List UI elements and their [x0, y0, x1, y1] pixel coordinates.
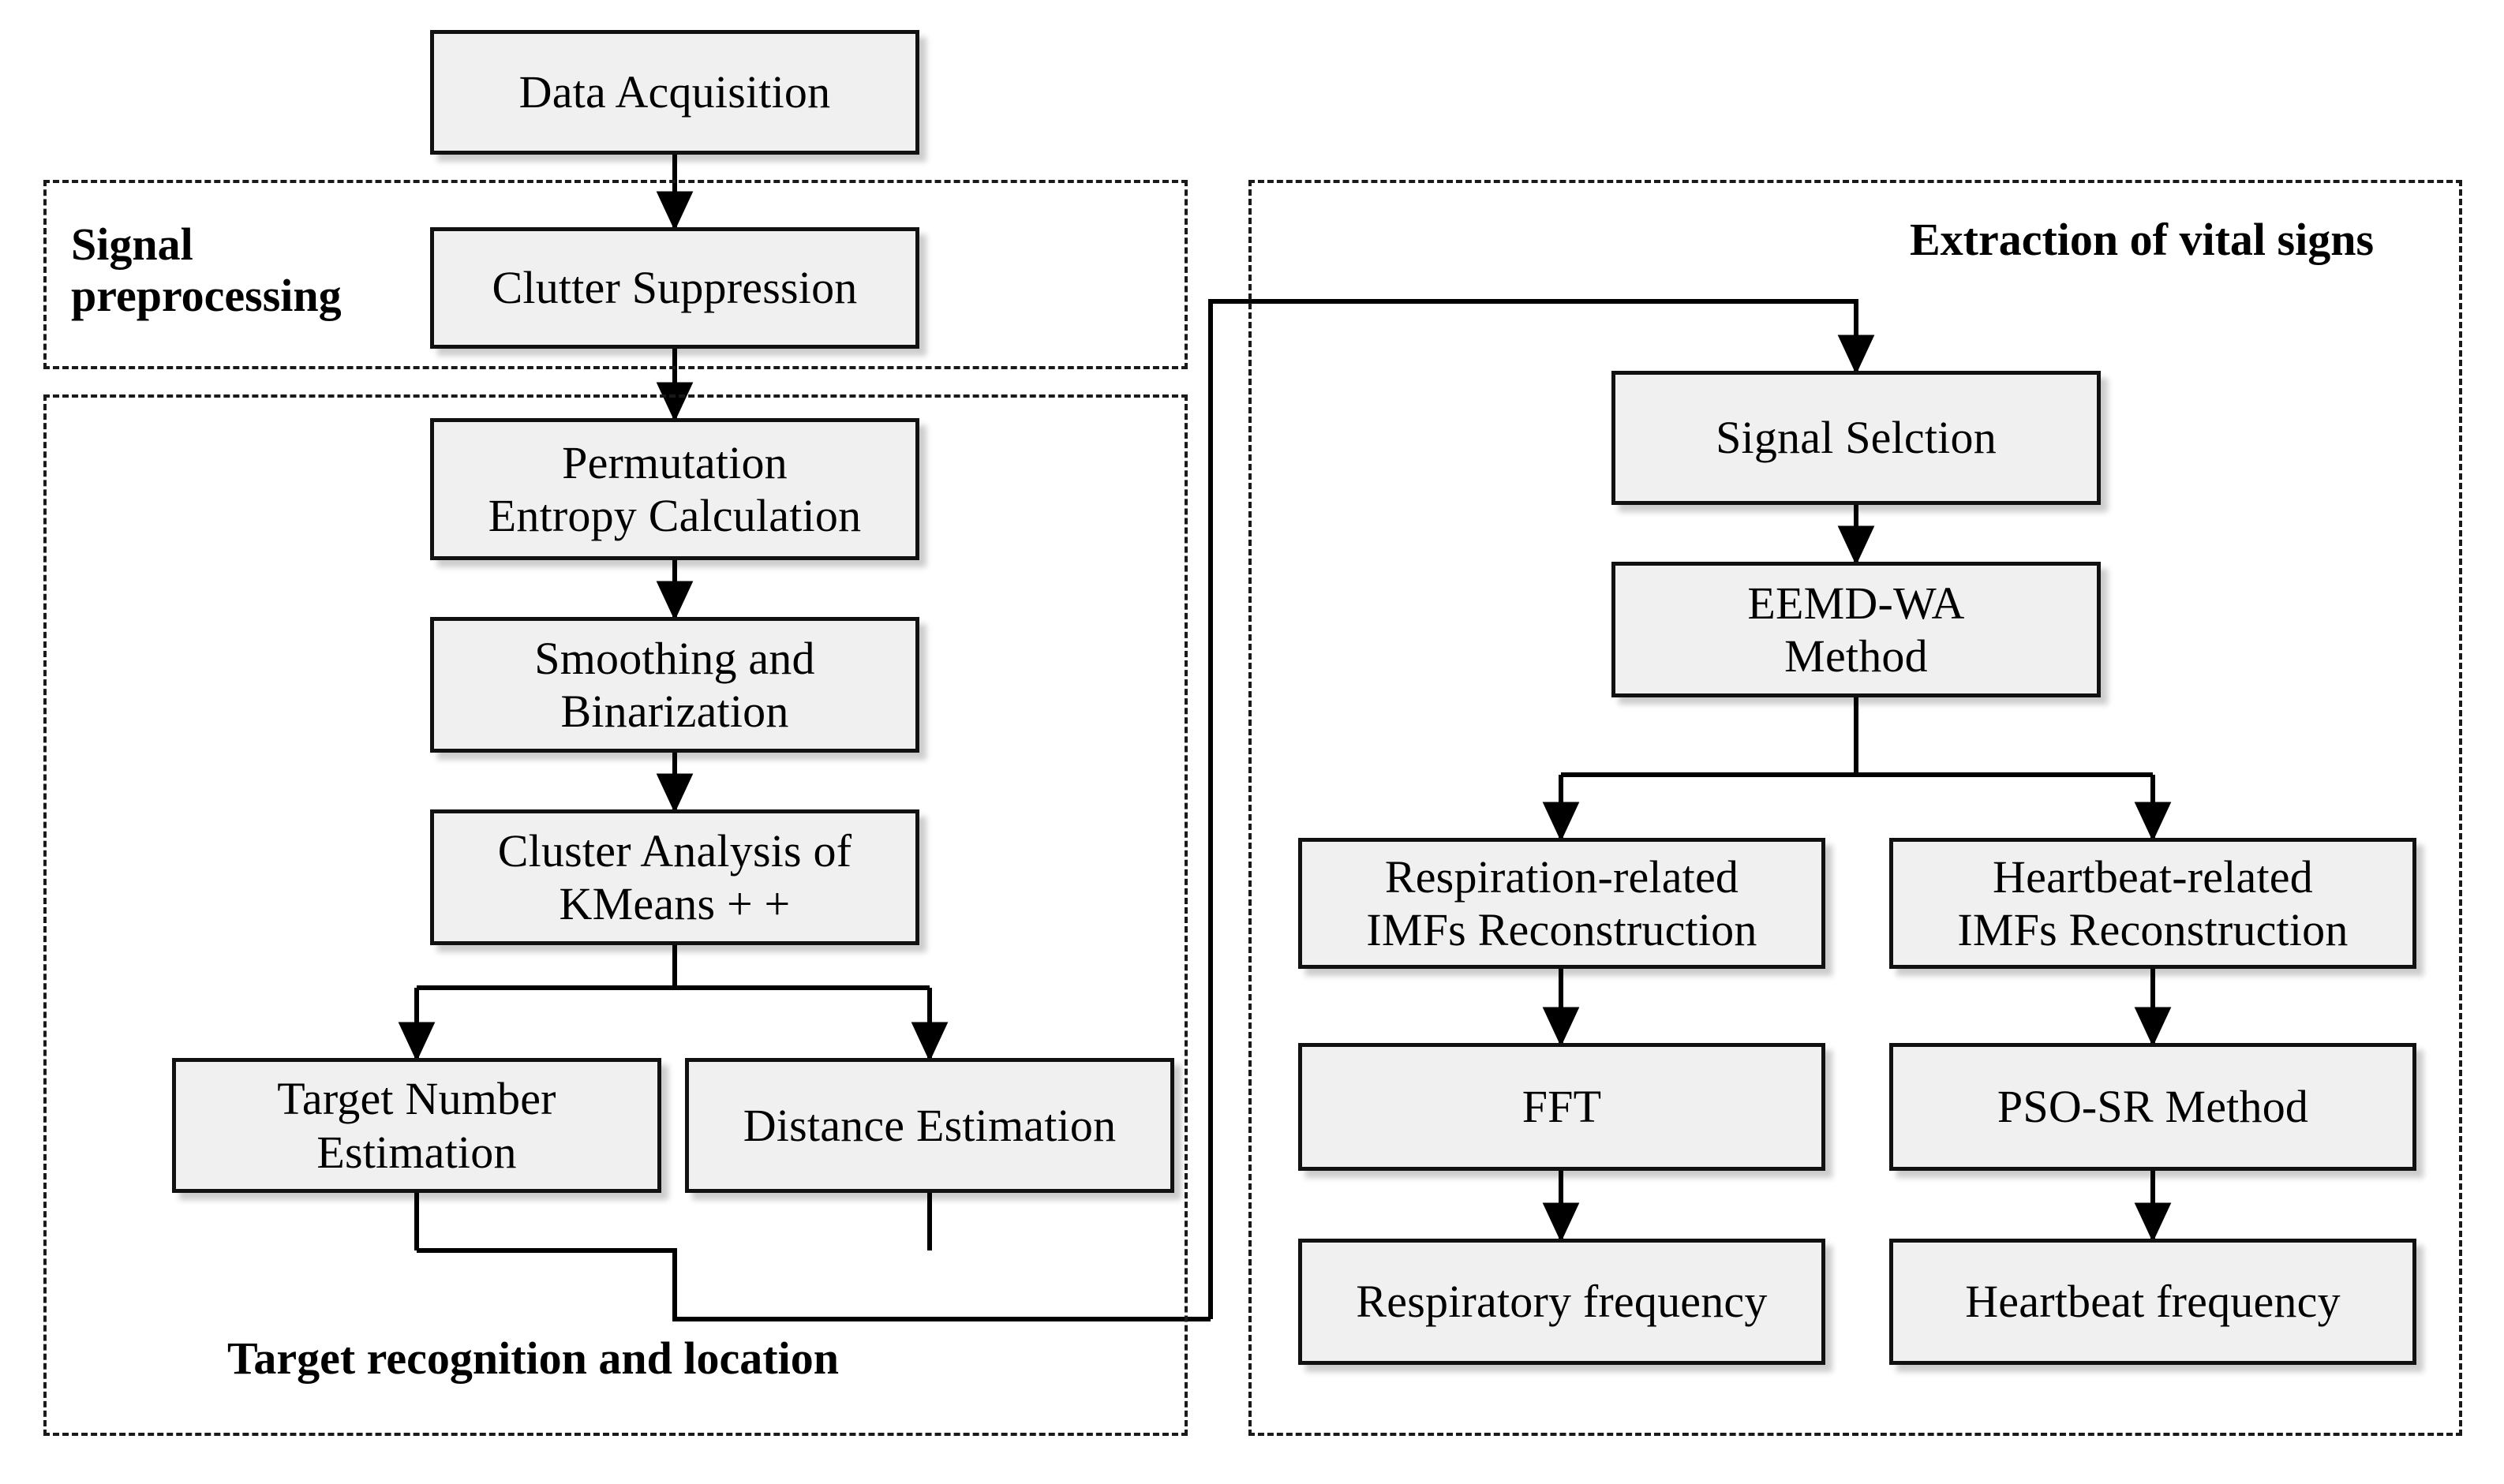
node-label-line1: EEMD-WA — [1747, 577, 1965, 629]
node-label: Data Acquisition — [518, 66, 831, 118]
node-label-line2: Method — [1784, 630, 1928, 682]
node-fft[interactable]: FFT — [1298, 1043, 1825, 1171]
group-label-signal-preprocessing: Signal preprocessing — [71, 219, 342, 321]
node-eemd-wa-method[interactable]: EEMD-WA Method — [1611, 562, 2101, 697]
node-respiratory-frequency[interactable]: Respiratory frequency — [1298, 1239, 1825, 1365]
node-heartbeat-imfs[interactable]: Heartbeat-related IMFs Reconstruction — [1889, 838, 2416, 969]
node-label-line1: Target Number — [277, 1073, 556, 1125]
node-signal-selction[interactable]: Signal Selction — [1611, 371, 2101, 505]
group-box-signal-preprocessing — [43, 180, 1188, 369]
node-label-line1: Respiration-related — [1384, 850, 1739, 903]
group-box-extraction-vital-signs — [1248, 180, 2462, 1436]
node-smoothing-binarization[interactable]: Smoothing and Binarization — [430, 617, 919, 753]
node-label: Distance Estimation — [743, 1099, 1117, 1151]
node-cluster-analysis-kmeans[interactable]: Cluster Analysis of KMeans + + — [430, 809, 919, 945]
node-permutation-entropy[interactable]: Permutation Entropy Calculation — [430, 418, 919, 560]
edge-merge-to-signal-selction — [1208, 299, 1875, 1319]
node-label-line1: Permutation — [562, 436, 788, 488]
node-clutter-suppression[interactable]: Clutter Suppression — [430, 227, 919, 349]
node-data-acquisition[interactable]: Data Acquisition — [430, 30, 919, 155]
node-label-line1: Cluster Analysis of — [497, 824, 852, 877]
node-label-line2: Entropy Calculation — [488, 490, 862, 541]
group-label-target-recognition: Target recognition and location — [227, 1333, 839, 1384]
node-label-line2: KMeans + + — [559, 878, 791, 929]
node-label-line2: Estimation — [316, 1126, 517, 1178]
node-label-line2: Binarization — [560, 686, 789, 737]
node-heartbeat-frequency[interactable]: Heartbeat frequency — [1889, 1239, 2416, 1365]
node-label: Signal Selction — [1716, 412, 1997, 464]
node-label: FFT — [1521, 1081, 1602, 1133]
node-label: Heartbeat frequency — [1965, 1276, 2341, 1328]
node-label-line2: IMFs Reconstruction — [1957, 904, 2349, 955]
node-label-line1: Heartbeat-related — [1993, 850, 2313, 903]
node-label-line2: IMFs Reconstruction — [1366, 904, 1757, 955]
node-label-line1: Smoothing and — [534, 632, 815, 684]
node-label: PSO-SR Method — [1997, 1081, 2309, 1133]
group-label-extraction-vital-signs: Extraction of vital signs — [1910, 214, 2375, 265]
node-target-number-estimation[interactable]: Target Number Estimation — [172, 1058, 661, 1193]
node-pso-sr-method[interactable]: PSO-SR Method — [1889, 1043, 2416, 1171]
edge-merge-bus-lower — [417, 1248, 1211, 1321]
node-label: Respiratory frequency — [1356, 1276, 1768, 1328]
node-label: Clutter Suppression — [492, 262, 858, 314]
group-box-target-recognition — [43, 394, 1188, 1436]
node-distance-estimation[interactable]: Distance Estimation — [685, 1058, 1174, 1193]
node-respiration-imfs[interactable]: Respiration-related IMFs Reconstruction — [1298, 838, 1825, 969]
